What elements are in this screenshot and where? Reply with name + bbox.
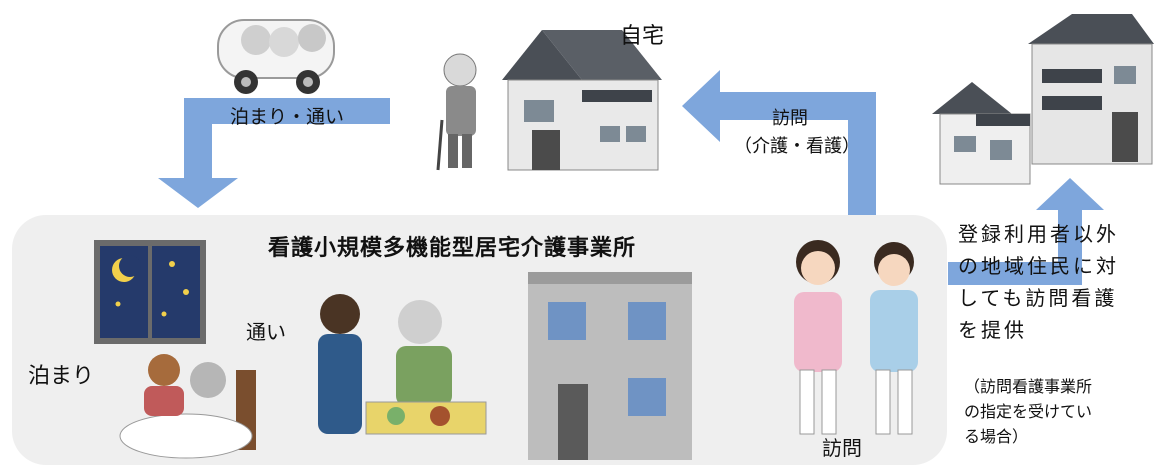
- arrow-visit-community: [948, 178, 1104, 285]
- community-note-line: 登録利用者以外: [958, 222, 1119, 246]
- community-note-subline: る場合）: [964, 427, 1029, 446]
- community-note: 登録利用者以外 の地域住民に対 しても訪問看護 を提供: [958, 218, 1119, 346]
- visit-top-label: 訪問: [772, 108, 808, 129]
- community-houses-illustration: [932, 14, 1154, 185]
- community-note-line: の地域住民に対: [958, 254, 1119, 278]
- community-note-sub: （訪問看護事業所 の指定を受けてい る場合）: [964, 374, 1092, 449]
- meal-care-illustration: [318, 294, 487, 435]
- facility-title: 看護小規模多機能型居宅介護事業所: [268, 236, 637, 261]
- facility-building-illustration: [528, 272, 692, 460]
- stay-label: 泊まり: [28, 364, 95, 389]
- stay-commute-label: 泊まり・通い: [230, 106, 345, 128]
- community-note-line: を提供: [958, 318, 1027, 342]
- van-illustration: [217, 19, 335, 94]
- visit-top-sublabel: （介護・看護）: [734, 136, 860, 157]
- home-illustration: [436, 30, 662, 171]
- home-label: 自宅: [620, 24, 665, 49]
- community-note-line: しても訪問看護: [958, 286, 1118, 310]
- visit-bottom-label: 訪問: [822, 436, 862, 460]
- community-note-subline: （訪問看護事業所: [964, 377, 1093, 396]
- arrow-visit-home: [682, 70, 876, 215]
- commute-label: 通い: [246, 320, 286, 344]
- community-note-subline: の指定を受けてい: [964, 402, 1093, 421]
- night-window-illustration: [94, 240, 206, 344]
- bed-care-illustration: [119, 354, 256, 459]
- visiting-staff-illustration: [794, 240, 918, 435]
- arrow-stay-commute: [158, 98, 390, 208]
